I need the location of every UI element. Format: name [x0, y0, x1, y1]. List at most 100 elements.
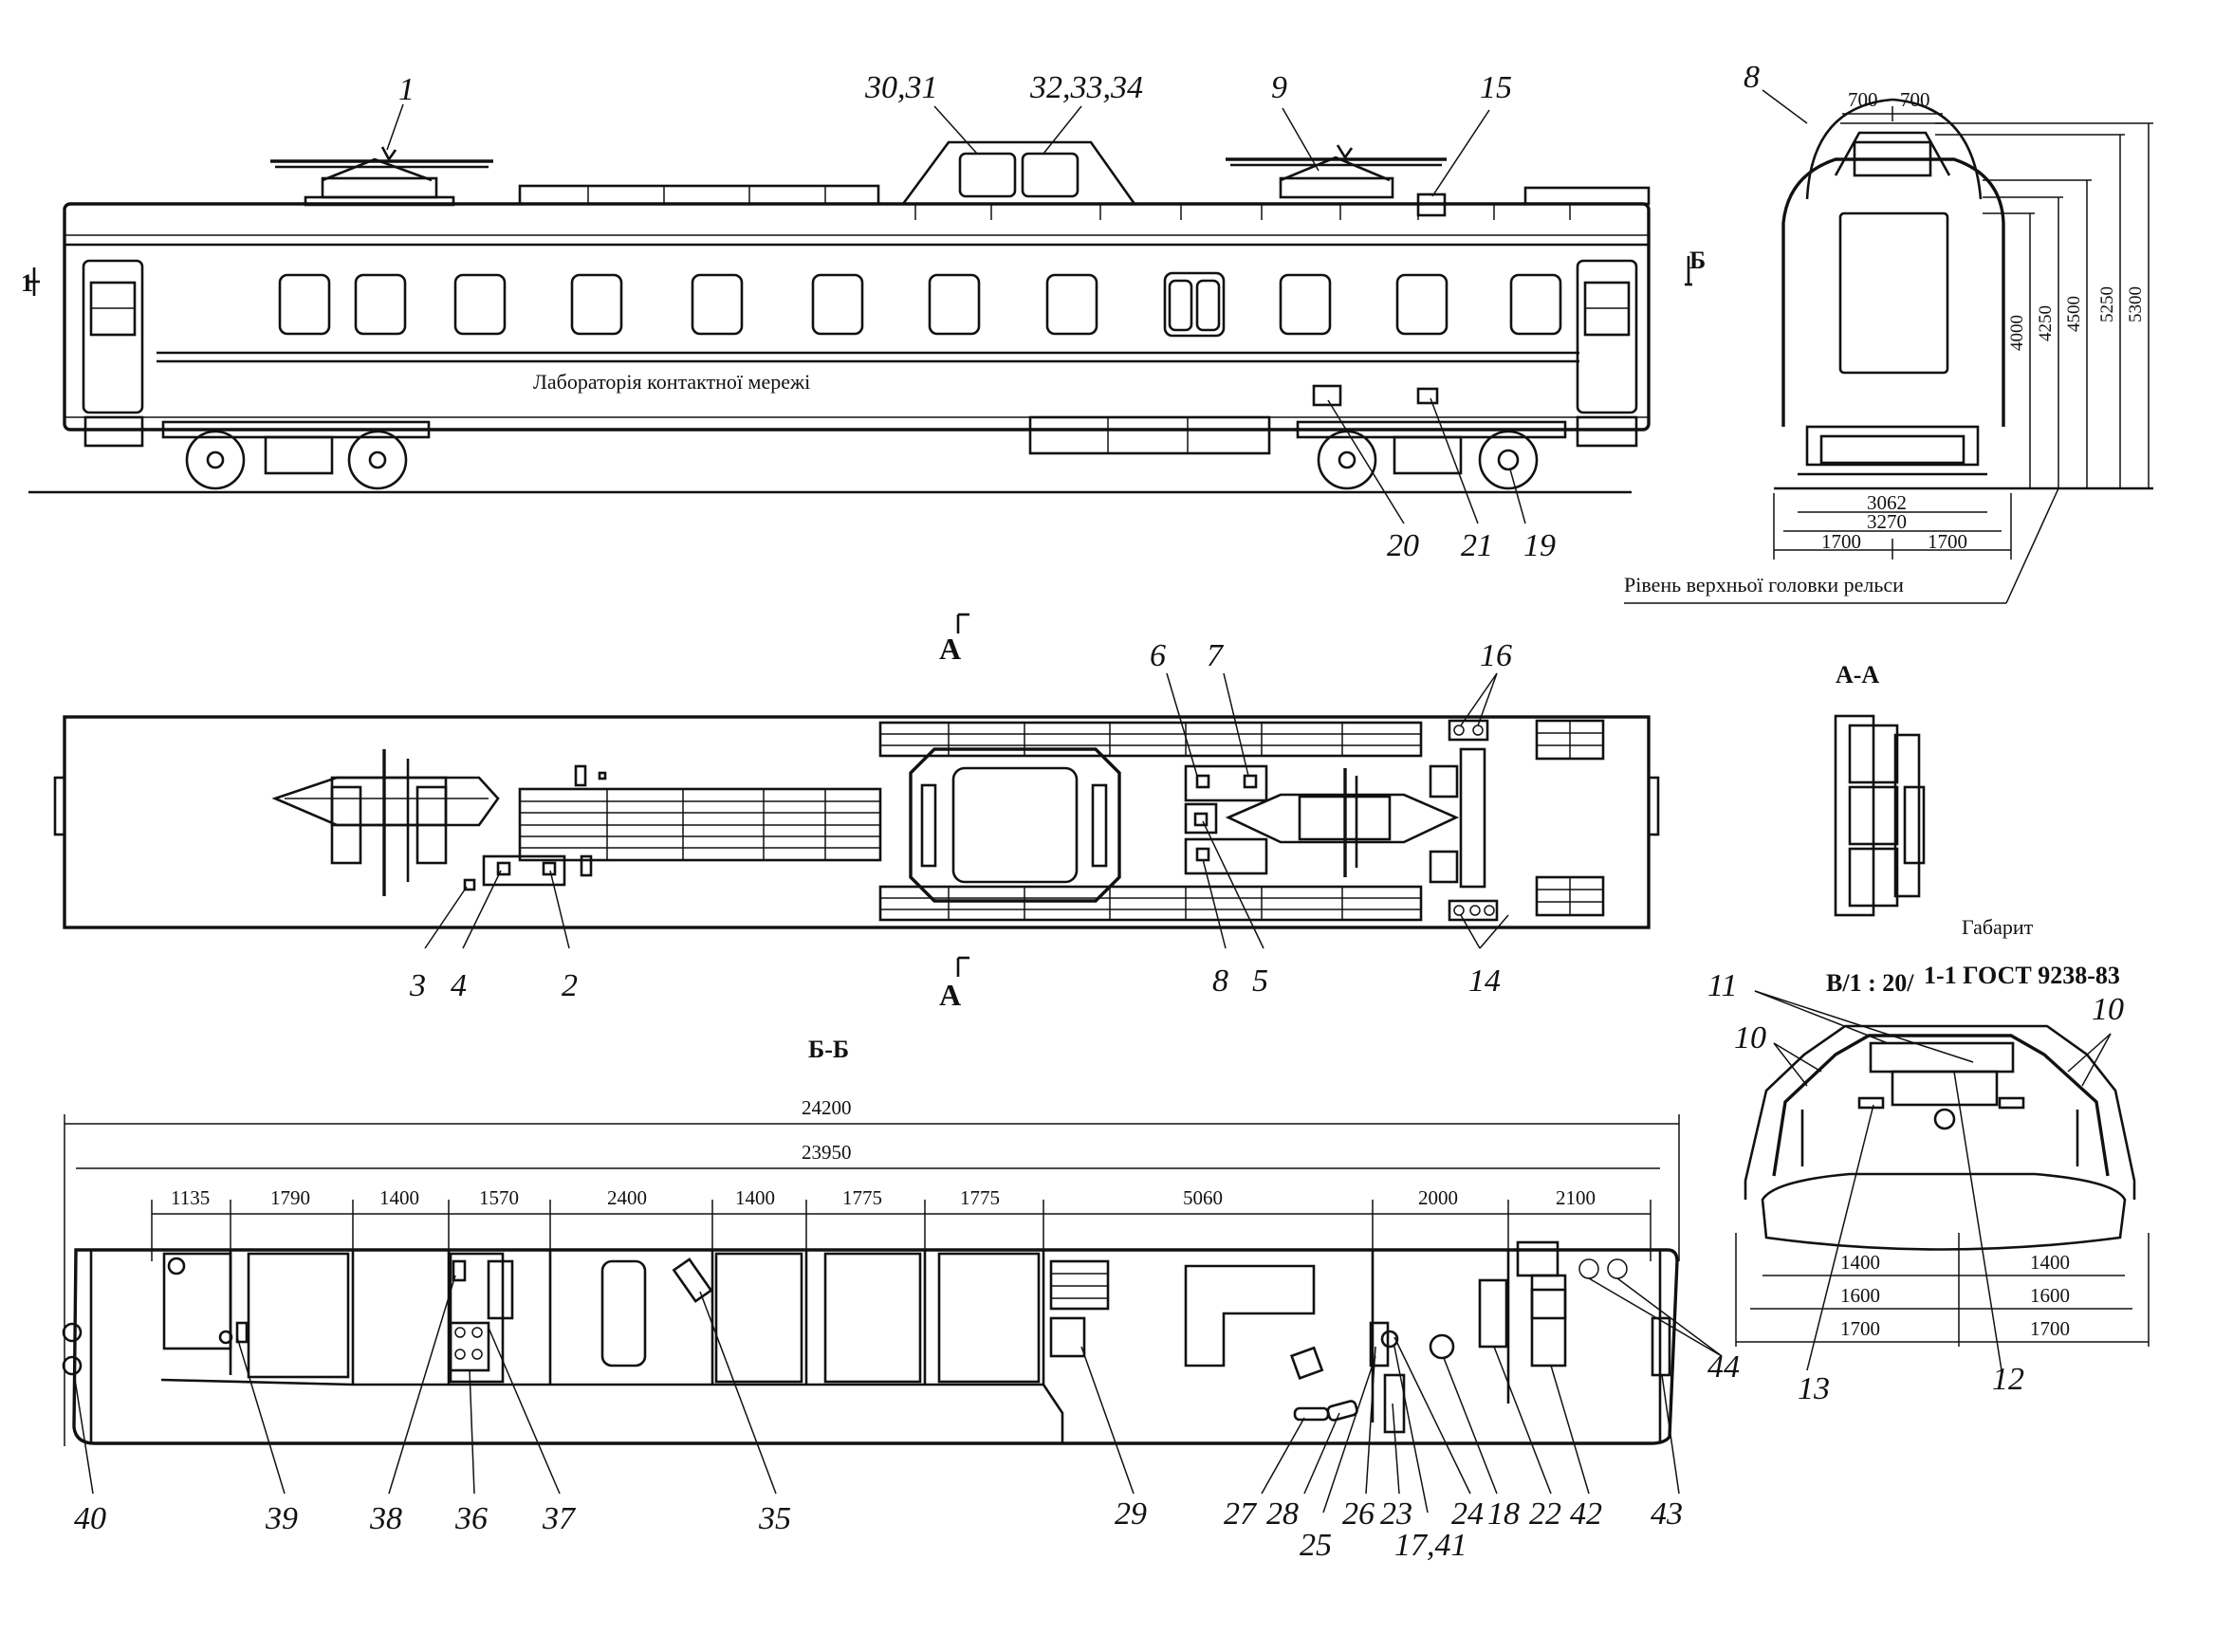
plan-pantograph-1	[271, 749, 500, 896]
section-a-mark-top: А	[939, 632, 961, 666]
callout-7: 7	[1207, 638, 1225, 673]
section-a-mark-bottom: А	[939, 978, 961, 1012]
callout-36: 36	[454, 1501, 488, 1536]
seg-1790: 1790	[270, 1186, 310, 1209]
side-view: Лабораторія контактної мережі	[28, 103, 1692, 524]
seg-1400-b: 1400	[735, 1186, 775, 1209]
dim-5250: 5250	[2097, 286, 2117, 322]
bogie-2	[1296, 420, 1567, 490]
plan-pantograph-2	[1225, 768, 1460, 877]
plan-view: А А	[53, 613, 1660, 1012]
callout-28: 28	[1266, 1496, 1299, 1532]
section-aa: А-А	[1834, 661, 1926, 917]
callout-8-plan: 8	[1212, 964, 1228, 999]
callout-25: 25	[1300, 1528, 1332, 1563]
view-v-gauge: Габарит 1-1 ГОСТ 9238-83 В/1 : 20/ 1400 …	[1735, 915, 2150, 1371]
callout-17-41: 17,41	[1394, 1528, 1467, 1563]
dim-4000: 4000	[2007, 315, 2027, 351]
dim-4250: 4250	[2036, 305, 2056, 341]
dim-1700-left: 1700	[1821, 530, 1861, 553]
section-bb-title: Б-Б	[808, 1036, 849, 1063]
callout-44: 44	[1707, 1349, 1740, 1385]
callout-43: 43	[1651, 1496, 1683, 1532]
callout-18: 18	[1487, 1496, 1520, 1532]
callout-12: 12	[1992, 1362, 2024, 1397]
callout-38: 38	[369, 1501, 402, 1536]
seg-2400: 2400	[607, 1186, 647, 1209]
callout-26: 26	[1342, 1496, 1375, 1532]
callout-14: 14	[1468, 964, 1501, 999]
callout-4: 4	[451, 968, 467, 1003]
side-callouts: 1 30,31 32,33,34 9 15 20 21 19 Б 1	[21, 70, 1706, 563]
callout-27: 27	[1224, 1496, 1258, 1532]
callout-3: 3	[409, 968, 426, 1003]
gauge-dim-1400-left: 1400	[1840, 1251, 1880, 1274]
dim-1700-right: 1700	[1928, 530, 1967, 553]
callout-37: 37	[542, 1501, 577, 1536]
plan-right-walkway	[878, 721, 1423, 922]
dim-23950: 23950	[802, 1141, 852, 1164]
section-bb: Б-Б 24200 23950 1135 1790 1400 1570 2400…	[62, 1036, 1723, 1514]
callout-5: 5	[1252, 964, 1268, 999]
seg-1570: 1570	[479, 1186, 519, 1209]
seg-1400-a: 1400	[379, 1186, 419, 1209]
dim-24200: 24200	[802, 1096, 852, 1119]
dim-5300: 5300	[2126, 286, 2146, 322]
seg-1135: 1135	[171, 1186, 210, 1209]
seg-2000: 2000	[1418, 1186, 1458, 1209]
callout-2: 2	[562, 968, 578, 1003]
gauge-dim-1600-right: 1600	[2030, 1284, 2070, 1307]
dim-700-right: 700	[1900, 88, 1930, 111]
side-windows	[278, 271, 1562, 338]
callout-35: 35	[758, 1501, 791, 1536]
dim-3270: 3270	[1867, 510, 1907, 533]
callout-23: 23	[1380, 1496, 1412, 1532]
section-aa-title: А-А	[1836, 661, 1879, 688]
callout-11: 11	[1707, 968, 1737, 1003]
view-v-scale: В/1 : 20/	[1826, 969, 1914, 997]
roof-railing	[877, 203, 1649, 220]
plan-walkway	[518, 787, 882, 862]
callout-19: 19	[1523, 528, 1556, 563]
callout-30-31: 30,31	[864, 70, 938, 105]
callout-1: 1	[398, 72, 415, 107]
callout-20: 20	[1387, 528, 1419, 563]
section-b-mark-side: Б	[1689, 247, 1706, 274]
seg-1775-b: 1775	[960, 1186, 1000, 1209]
gauge-dim-1700-left: 1700	[1840, 1317, 1880, 1340]
callout-21: 21	[1461, 528, 1493, 563]
bogie-1	[161, 420, 431, 490]
callout-8-end: 8	[1744, 60, 1760, 95]
seg-2100: 2100	[1556, 1186, 1596, 1209]
callout-13: 13	[1798, 1371, 1830, 1406]
seg-1775-a: 1775	[842, 1186, 882, 1209]
callout-16: 16	[1480, 638, 1512, 673]
section-bb-callouts: 40 39 38 36 37 35 29 27 28 25 26 23 17,4…	[74, 1349, 1740, 1563]
callout-15: 15	[1480, 70, 1512, 105]
callout-22: 22	[1529, 1496, 1561, 1532]
callout-10-right: 10	[2092, 992, 2124, 1027]
gauge-dim-1400-right: 1400	[2030, 1251, 2070, 1274]
dim-3062: 3062	[1867, 491, 1907, 514]
gauge-dim-1600-left: 1600	[1840, 1284, 1880, 1307]
end-vertical-dims	[1935, 122, 2153, 488]
gauge-dim-1700-right: 1700	[2030, 1317, 2070, 1340]
rail-level-label: Рівень верхньої головки рельси	[1624, 573, 1904, 597]
dim-4500: 4500	[2064, 296, 2084, 332]
pantograph-1	[270, 146, 493, 207]
callout-6: 6	[1150, 638, 1166, 673]
callout-10-left: 10	[1734, 1020, 1766, 1055]
gauge-standard: 1-1 ГОСТ 9238-83	[1924, 962, 2120, 989]
car-side-label: Лабораторія контактної мережі	[533, 370, 810, 394]
callout-40: 40	[74, 1501, 106, 1536]
view-v-callouts: 11 10 10 13 12	[1707, 968, 2124, 1406]
callout-32-33-34: 32,33,34	[1029, 70, 1143, 105]
end-view: 4000 4250 4500 5250 5300 700 700 3062 32…	[1624, 60, 2153, 604]
pantograph-2	[1226, 144, 1447, 199]
section-1-mark-side: 1	[21, 269, 33, 297]
callout-42: 42	[1570, 1496, 1602, 1532]
callout-29: 29	[1115, 1496, 1147, 1532]
dim-700-left: 700	[1848, 88, 1878, 111]
callout-24: 24	[1451, 1496, 1484, 1532]
gauge-title: Габарит	[1962, 915, 2034, 939]
